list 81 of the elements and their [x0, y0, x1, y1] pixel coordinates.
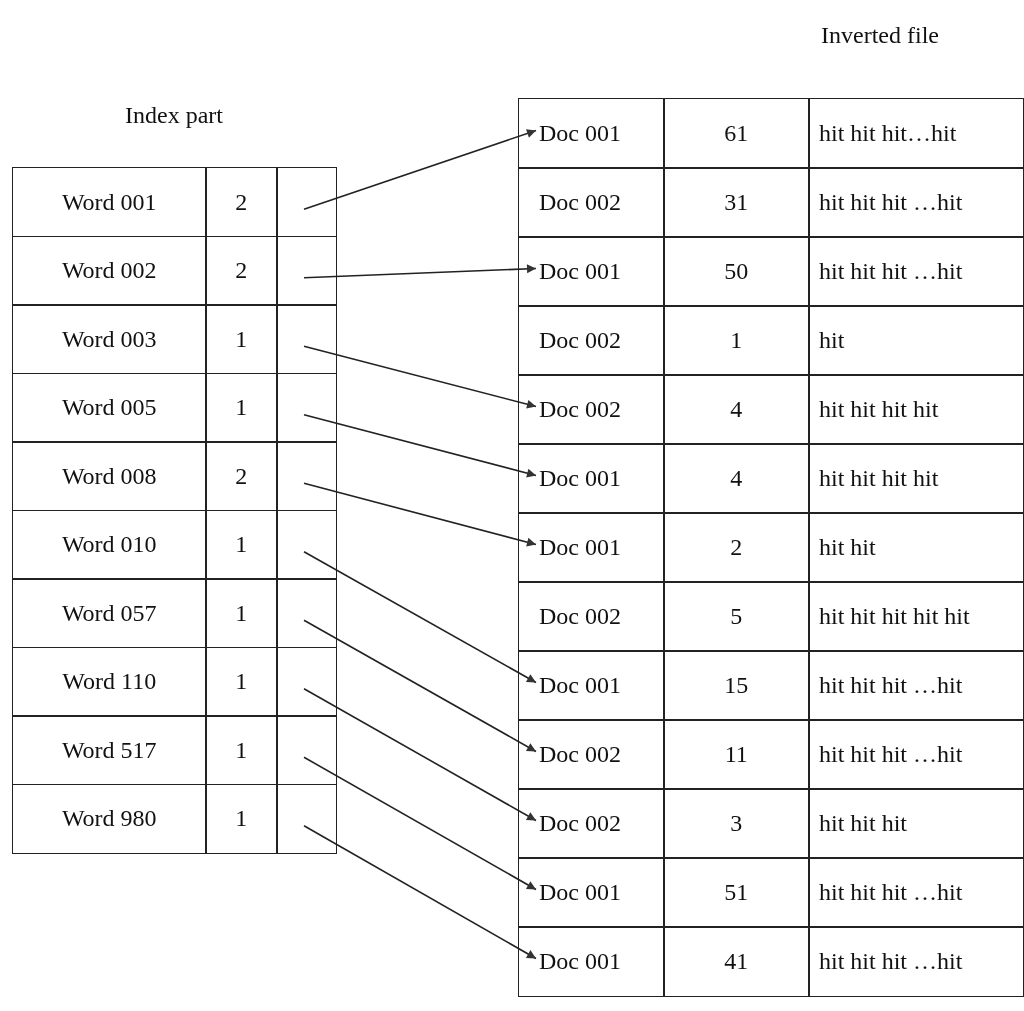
hits-cell: hit hit hit hit hit — [808, 581, 1024, 652]
pointer-cell — [276, 372, 337, 443]
word-cell: Word 010 — [12, 509, 207, 580]
frequency-cell: 31 — [663, 167, 810, 238]
pointer-cell — [276, 167, 337, 237]
frequency-cell: 3 — [663, 788, 810, 859]
pointer-cell — [276, 783, 337, 854]
pointer-cell — [276, 235, 337, 306]
word-cell: Word 008 — [12, 441, 207, 511]
table-title: Index part — [125, 102, 223, 129]
frequency-cell: 1 — [663, 305, 810, 376]
document-cell: Doc 002 — [518, 581, 665, 652]
count-cell: 2 — [205, 235, 278, 306]
frequency-cell: 4 — [663, 443, 810, 514]
frequency-cell: 50 — [663, 236, 810, 307]
word-cell: Word 517 — [12, 715, 207, 785]
hits-cell: hit hit — [808, 512, 1024, 583]
count-cell: 1 — [205, 715, 278, 785]
document-cell: Doc 001 — [518, 926, 665, 997]
count-cell: 2 — [205, 441, 278, 511]
hits-cell: hit hit hit …hit — [808, 167, 1024, 238]
word-cell: Word 980 — [12, 783, 207, 854]
count-cell: 1 — [205, 578, 278, 648]
frequency-cell: 4 — [663, 374, 810, 445]
count-cell: 2 — [205, 167, 278, 237]
frequency-cell: 61 — [663, 98, 810, 169]
word-cell: Word 002 — [12, 235, 207, 306]
frequency-cell: 2 — [663, 512, 810, 583]
hits-cell: hit hit hit …hit — [808, 857, 1024, 928]
frequency-cell: 51 — [663, 857, 810, 928]
document-cell: Doc 002 — [518, 305, 665, 376]
document-cell: Doc 001 — [518, 857, 665, 928]
hits-cell: hit hit hit …hit — [808, 236, 1024, 307]
document-cell: Doc 001 — [518, 443, 665, 514]
hits-cell: hit — [808, 305, 1024, 376]
arrow — [303, 824, 537, 960]
word-cell: Word 110 — [12, 646, 207, 717]
arrow — [303, 687, 537, 822]
hits-cell: hit hit hit …hit — [808, 650, 1024, 721]
frequency-cell: 5 — [663, 581, 810, 652]
frequency-cell: 41 — [663, 926, 810, 997]
document-cell: Doc 002 — [518, 167, 665, 238]
word-cell: Word 003 — [12, 304, 207, 374]
pointer-cell — [276, 509, 337, 580]
word-cell: Word 057 — [12, 578, 207, 648]
frequency-cell: 15 — [663, 650, 810, 721]
count-cell: 1 — [205, 509, 278, 580]
arrow — [303, 129, 537, 211]
arrow — [303, 619, 537, 753]
count-cell: 1 — [205, 372, 278, 443]
count-cell: 1 — [205, 304, 278, 374]
word-cell: Word 005 — [12, 372, 207, 443]
arrow — [303, 264, 537, 279]
pointer-cell — [276, 578, 337, 648]
frequency-cell: 11 — [663, 719, 810, 790]
document-cell: Doc 001 — [518, 650, 665, 721]
pointer-cell — [276, 646, 337, 717]
document-cell: Doc 001 — [518, 512, 665, 583]
document-cell: Doc 001 — [518, 98, 665, 169]
arrow — [303, 482, 537, 547]
document-cell: Doc 001 — [518, 236, 665, 307]
arrow — [303, 756, 537, 891]
count-cell: 1 — [205, 646, 278, 717]
table-title: Inverted file — [821, 22, 939, 49]
document-cell: Doc 002 — [518, 719, 665, 790]
document-cell: Doc 002 — [518, 788, 665, 859]
document-cell: Doc 002 — [518, 374, 665, 445]
pointer-cell — [276, 304, 337, 374]
hits-cell: hit hit hit hit — [808, 374, 1024, 445]
hits-cell: hit hit hit…hit — [808, 98, 1024, 169]
arrow — [303, 550, 537, 684]
hits-cell: hit hit hit hit — [808, 443, 1024, 514]
pointer-cell — [276, 715, 337, 785]
arrow — [303, 345, 537, 409]
pointer-cell — [276, 441, 337, 511]
hits-cell: hit hit hit — [808, 788, 1024, 859]
arrow — [303, 413, 537, 478]
word-cell: Word 001 — [12, 167, 207, 237]
hits-cell: hit hit hit …hit — [808, 719, 1024, 790]
count-cell: 1 — [205, 783, 278, 854]
hits-cell: hit hit hit …hit — [808, 926, 1024, 997]
